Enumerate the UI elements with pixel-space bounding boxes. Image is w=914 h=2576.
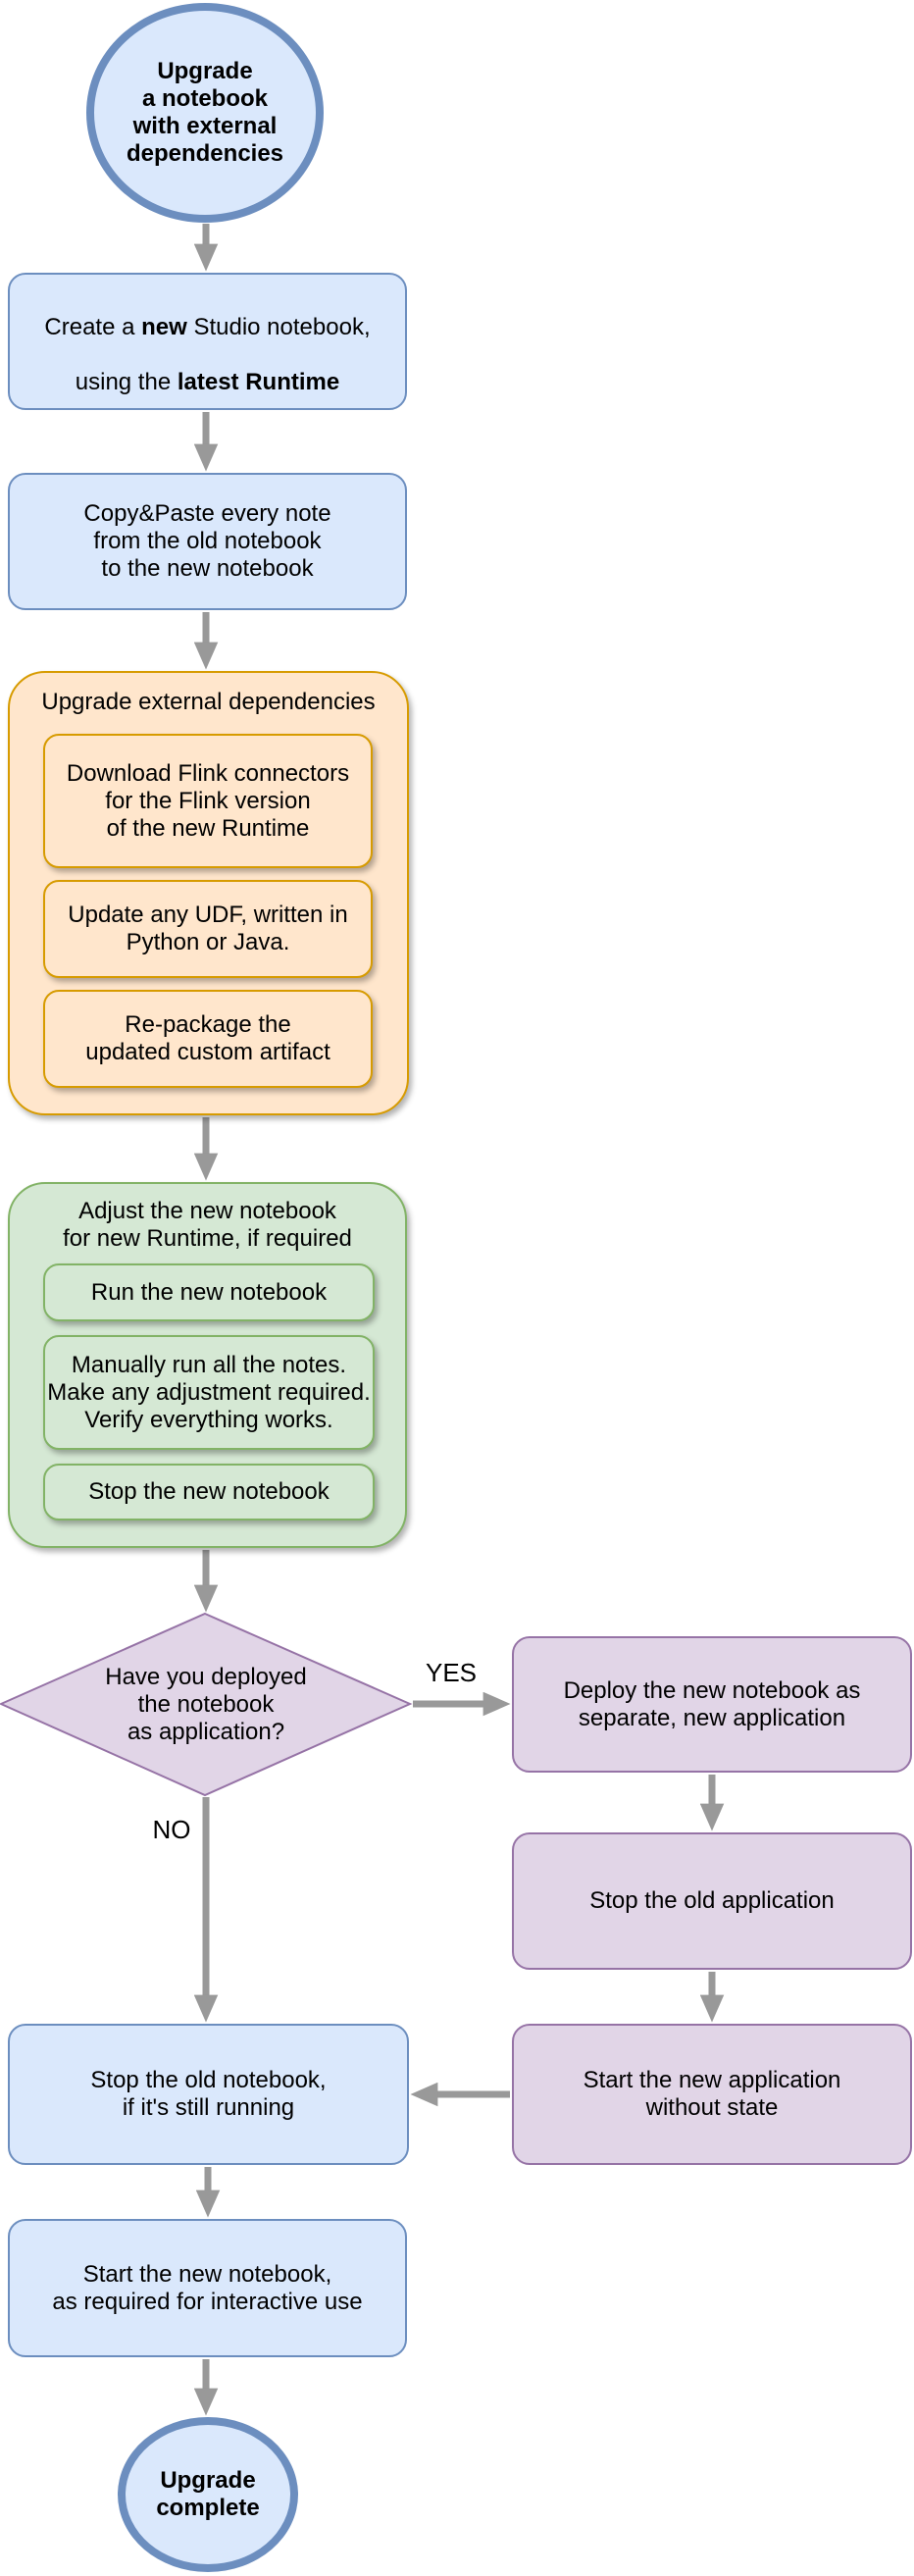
deploy-application-step: Deploy the new notebook as separate, new… [512,1636,912,1773]
stop-old-application-step: Stop the old application [512,1832,912,1970]
start-node-label: Upgrade a notebook with external depende… [126,58,284,167]
stop-new-notebook-label: Stop the new notebook [88,1478,330,1505]
decision-label: Have you deployed the notebook as applic… [105,1664,307,1745]
start-new-application-step: Start the new application without state [512,2024,912,2165]
upgrade-dependencies-group: Upgrade external dependencies Download F… [8,671,409,1115]
manually-run-notes-label: Manually run all the notes. Make any adj… [47,1351,371,1433]
upgrade-dependencies-title: Upgrade external dependencies [41,689,376,715]
decision-diamond [0,1612,413,1797]
repackage-artifact-step: Re-package the updated custom artifact [43,990,373,1088]
end-node-label: Upgrade complete [156,2467,260,2521]
repackage-artifact-label: Re-package the updated custom artifact [85,1011,330,1065]
create-notebook-step: Create a new Studio notebook, using the … [8,273,407,410]
end-node: Upgrade complete [118,2417,298,2572]
copy-paste-label: Copy&Paste every note from the old noteb… [83,500,331,582]
no-edge-label: NO [152,1815,191,1844]
update-udf-step: Update any UDF, written in Python or Jav… [43,880,373,978]
start-new-notebook-step: Start the new notebook, as required for … [8,2219,407,2357]
stop-new-notebook-step: Stop the new notebook [43,1464,375,1520]
run-notebook-label: Run the new notebook [90,1278,328,1306]
stop-old-notebook-label: Stop the old notebook, if it's still run… [90,2067,327,2121]
deploy-application-label: Deploy the new notebook as separate, new… [563,1676,861,1731]
start-new-notebook-label: Start the new notebook, as required for … [52,2260,363,2315]
run-notebook-step: Run the new notebook [43,1263,375,1321]
stop-old-application-label: Stop the old application [589,1887,835,1914]
adjust-notebook-group: Adjust the new notebook for new Runtime,… [8,1182,407,1548]
update-udf-label: Update any UDF, written in Python or Jav… [68,902,348,955]
download-connectors-label: Download Flink connectors for the Flink … [66,759,350,842]
manually-run-notes-step: Manually run all the notes. Make any adj… [43,1335,375,1450]
create-notebook-label: Create a new Studio notebook, using the … [44,314,371,395]
start-new-application-label: Start the new application without state [583,2067,841,2121]
copy-paste-step: Copy&Paste every note from the old noteb… [8,473,407,610]
start-node: Upgrade a notebook with external depende… [86,3,324,223]
stop-old-notebook-step: Stop the old notebook, if it's still run… [8,2024,409,2165]
yes-edge-label: YES [425,1658,478,1687]
download-connectors-step: Download Flink connectors for the Flink … [43,734,373,868]
adjust-notebook-title: Adjust the new notebook for new Runtime,… [63,1198,352,1252]
